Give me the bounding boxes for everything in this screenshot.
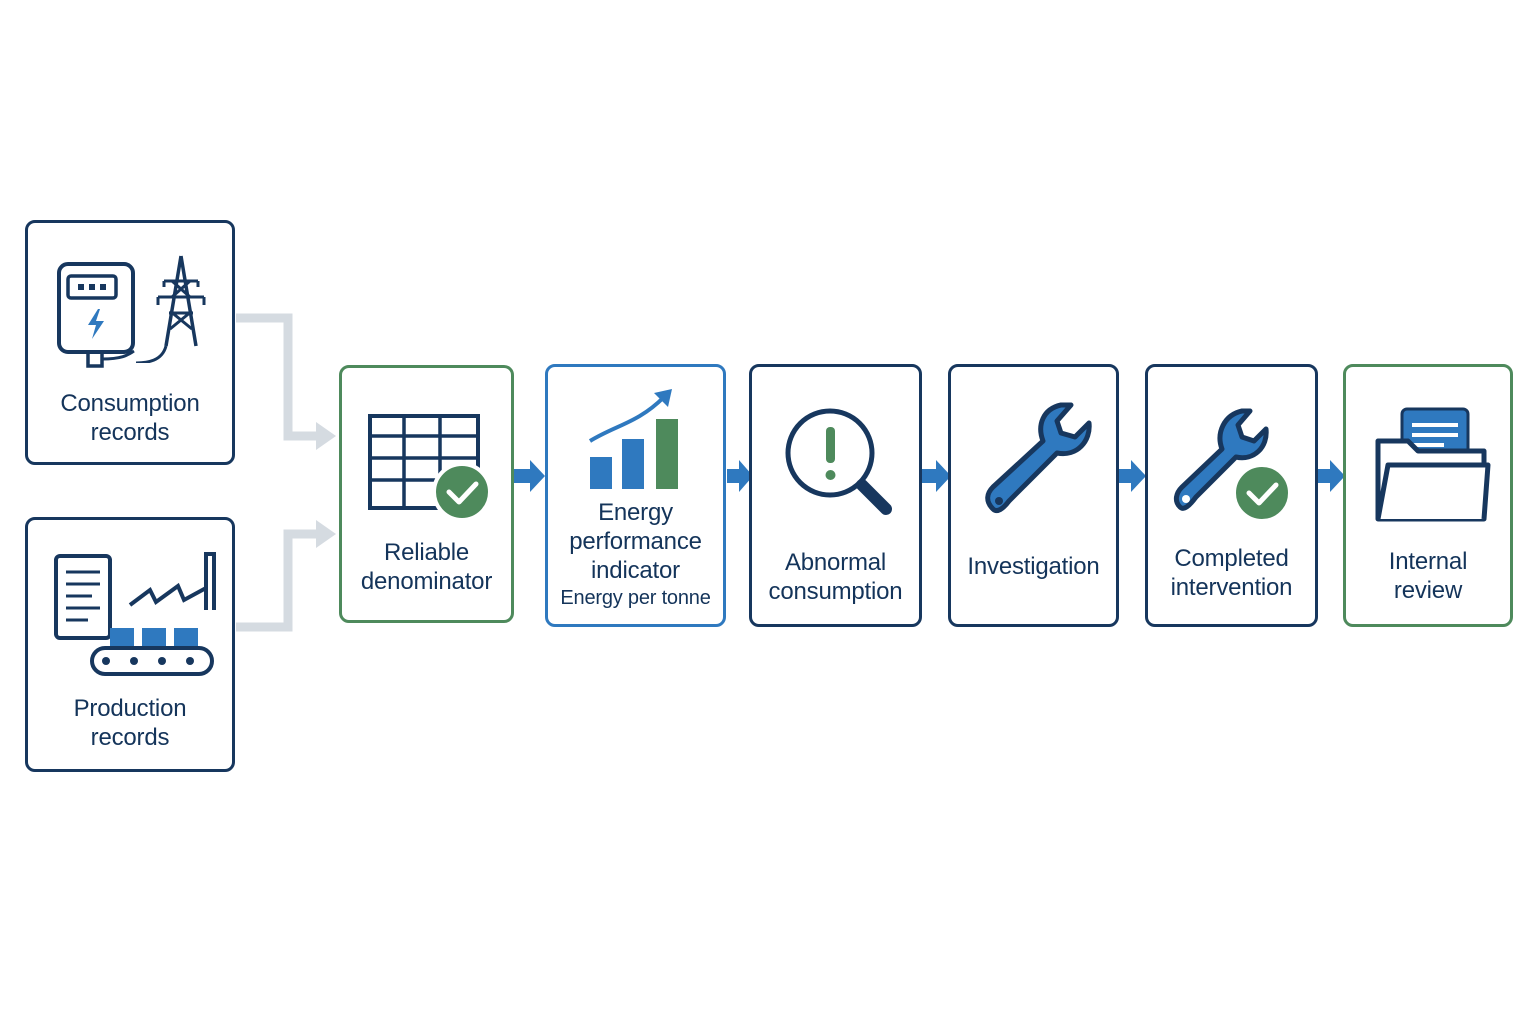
- energy-performance-indicator-label: Energy performance indicator Energy per …: [548, 498, 723, 611]
- label-line: indicator: [591, 557, 680, 584]
- label-line: Reliable: [383, 539, 470, 566]
- step-box-completed-intervention: Completed intervention: [1145, 364, 1318, 627]
- step-box-internal-review: Internal review: [1343, 364, 1513, 627]
- label-line: Consumption: [60, 390, 200, 417]
- energy-per-tonne-subtext: Energy per tonne: [560, 587, 711, 609]
- folder-document-icon: [1375, 407, 1491, 522]
- label-line: Completed: [1174, 545, 1289, 572]
- bar-chart-trend-icon: [588, 389, 678, 489]
- label-line: Internal: [1388, 548, 1468, 575]
- document-icon: [54, 554, 112, 640]
- table-check-icon: [368, 414, 492, 522]
- factory-conveyor-icon: [90, 552, 216, 676]
- step-box-abnormal-consumption: Abnormal consumption: [749, 364, 922, 627]
- abnormal-consumption-label: Abnormal consumption: [752, 548, 919, 606]
- step-box-reliable-denominator: Reliable denominator: [339, 365, 514, 623]
- arrow-2: [727, 460, 753, 492]
- connector-consumption: [236, 313, 318, 441]
- label-line: records: [90, 419, 170, 446]
- production-records-label: Production records: [28, 694, 232, 752]
- investigation-label: Investigation: [951, 552, 1116, 581]
- connector-arrowhead-production: [316, 520, 336, 548]
- source-box-consumption: Consumption records: [25, 220, 235, 465]
- step-box-investigation: Investigation: [948, 364, 1119, 627]
- label-line: review: [1393, 577, 1463, 604]
- label-line: denominator: [360, 568, 493, 595]
- arrow-4: [1119, 460, 1146, 492]
- arrow-3: [922, 460, 951, 492]
- label-line: intervention: [1170, 574, 1293, 601]
- label-line: Energy: [598, 499, 673, 526]
- wrench-check-icon: [1173, 408, 1292, 523]
- consumption-records-label: Consumption records: [28, 389, 232, 447]
- step-arrows: [514, 460, 1345, 492]
- reliable-denominator-label: Reliable denominator: [342, 538, 511, 596]
- label-line: Investigation: [967, 553, 1100, 580]
- energy-meter-icon: [57, 262, 135, 368]
- label-line: records: [90, 724, 170, 751]
- step-box-energy-performance-indicator: Energy performance indicator Energy per …: [545, 364, 726, 627]
- label-line: Production: [73, 695, 187, 722]
- connector-production: [236, 529, 318, 632]
- completed-intervention-label: Completed intervention: [1148, 544, 1315, 602]
- magnifier-alert-icon: [785, 408, 892, 515]
- internal-review-label: Internal review: [1346, 547, 1510, 605]
- arrow-5: [1318, 460, 1345, 492]
- arrow-1: [514, 460, 545, 492]
- label-line: consumption: [768, 578, 903, 605]
- label-line: Abnormal: [784, 549, 887, 576]
- wrench-icon: [985, 402, 1092, 514]
- power-pylon-icon: [136, 255, 206, 363]
- connector-arrowhead-consumption: [316, 422, 336, 450]
- label-line: performance: [569, 528, 702, 555]
- source-box-production: Production records: [25, 517, 235, 772]
